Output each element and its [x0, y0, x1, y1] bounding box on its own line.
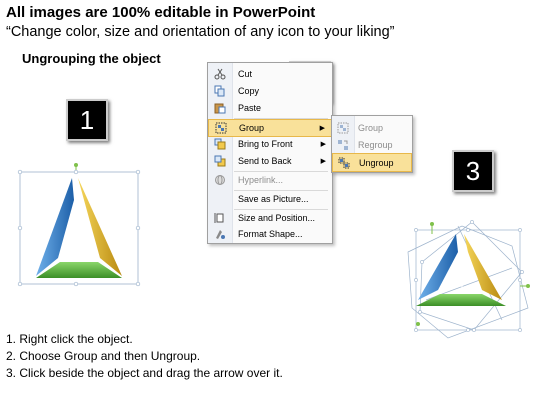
instructions-list: 1. Right click the object. 2. Choose Gro…	[6, 331, 283, 382]
context-menu: Cut Copy Paste Group ▶ Bring to Front ▶ …	[207, 62, 333, 244]
menu-separator	[234, 190, 328, 191]
submenu-arrow-icon: ▶	[319, 125, 325, 132]
menu-item-label: Group	[239, 123, 265, 133]
menu-separator	[234, 171, 328, 172]
submenu-arrow-icon: ▶	[320, 158, 326, 165]
menu-item-bring-to-front[interactable]: Bring to Front ▶	[208, 136, 332, 152]
menu-item-hyperlink[interactable]: Hyperlink...	[208, 172, 332, 188]
paste-icon	[214, 103, 226, 114]
menu-item-label: Size and Position...	[238, 213, 316, 223]
copy-icon	[214, 85, 225, 97]
menu-separator	[234, 118, 328, 119]
submenu-item-label: Ungroup	[359, 157, 394, 168]
group-submenu: Group Regroup Ungroup	[331, 115, 413, 173]
menu-item-size-and-position[interactable]: Size and Position...	[208, 210, 332, 226]
instruction-step-3: 3. Click beside the object and drag the …	[6, 366, 283, 380]
page-title: All images are 100% editable in PowerPoi…	[6, 4, 316, 21]
section-title: Ungrouping the object	[22, 51, 161, 66]
regroup-icon	[338, 139, 348, 150]
size-position-icon	[214, 213, 224, 223]
submenu-item-label: Regroup	[358, 139, 393, 150]
submenu-item-regroup[interactable]: Regroup	[332, 136, 412, 153]
menu-separator	[234, 209, 328, 210]
menu-item-label: Paste	[238, 103, 262, 113]
menu-item-label: Hyperlink...	[238, 175, 284, 185]
instruction-step-2: 2. Choose Group and then Ungroup.	[6, 349, 201, 363]
menu-item-paste[interactable]: Paste	[208, 100, 332, 116]
menu-item-label: Save as Picture...	[238, 194, 309, 204]
group-icon	[337, 122, 349, 133]
bring-to-front-icon	[214, 138, 226, 150]
ungroup-icon	[338, 157, 350, 168]
menu-item-label: Format Shape...	[238, 229, 303, 239]
ungrouped-triangle-object[interactable]	[402, 212, 534, 344]
menu-item-send-to-back[interactable]: Send to Back ▶	[208, 153, 332, 169]
submenu-item-label: Group	[358, 122, 384, 133]
menu-item-cut[interactable]: Cut	[208, 66, 332, 82]
step-badge-3: 3	[452, 150, 494, 192]
group-icon	[215, 122, 227, 134]
hyperlink-icon	[215, 175, 225, 185]
menu-item-group[interactable]: Group ▶	[208, 119, 332, 137]
format-shape-icon	[216, 230, 225, 239]
menu-item-save-as-picture[interactable]: Save as Picture...	[208, 191, 332, 207]
submenu-item-group[interactable]: Group	[332, 119, 412, 136]
send-to-back-icon	[214, 155, 226, 167]
instruction-step-1: 1. Right click the object.	[6, 332, 133, 346]
menu-item-label: Send to Back	[238, 156, 292, 166]
step-badge-1: 1	[66, 99, 108, 141]
menu-item-label: Bring to Front	[238, 139, 293, 149]
submenu-arrow-icon: ▶	[320, 141, 326, 148]
scissors-icon	[214, 68, 226, 80]
menu-item-label: Copy	[238, 86, 260, 96]
submenu-item-ungroup[interactable]: Ungroup	[332, 153, 412, 172]
menu-item-label: Cut	[238, 69, 253, 79]
menu-item-format-shape[interactable]: Format Shape...	[208, 226, 332, 242]
menu-item-copy[interactable]: Copy	[208, 83, 332, 99]
page-subtitle: “Change color, size and orientation of a…	[6, 24, 395, 40]
grouped-triangle-object[interactable]	[14, 162, 144, 290]
